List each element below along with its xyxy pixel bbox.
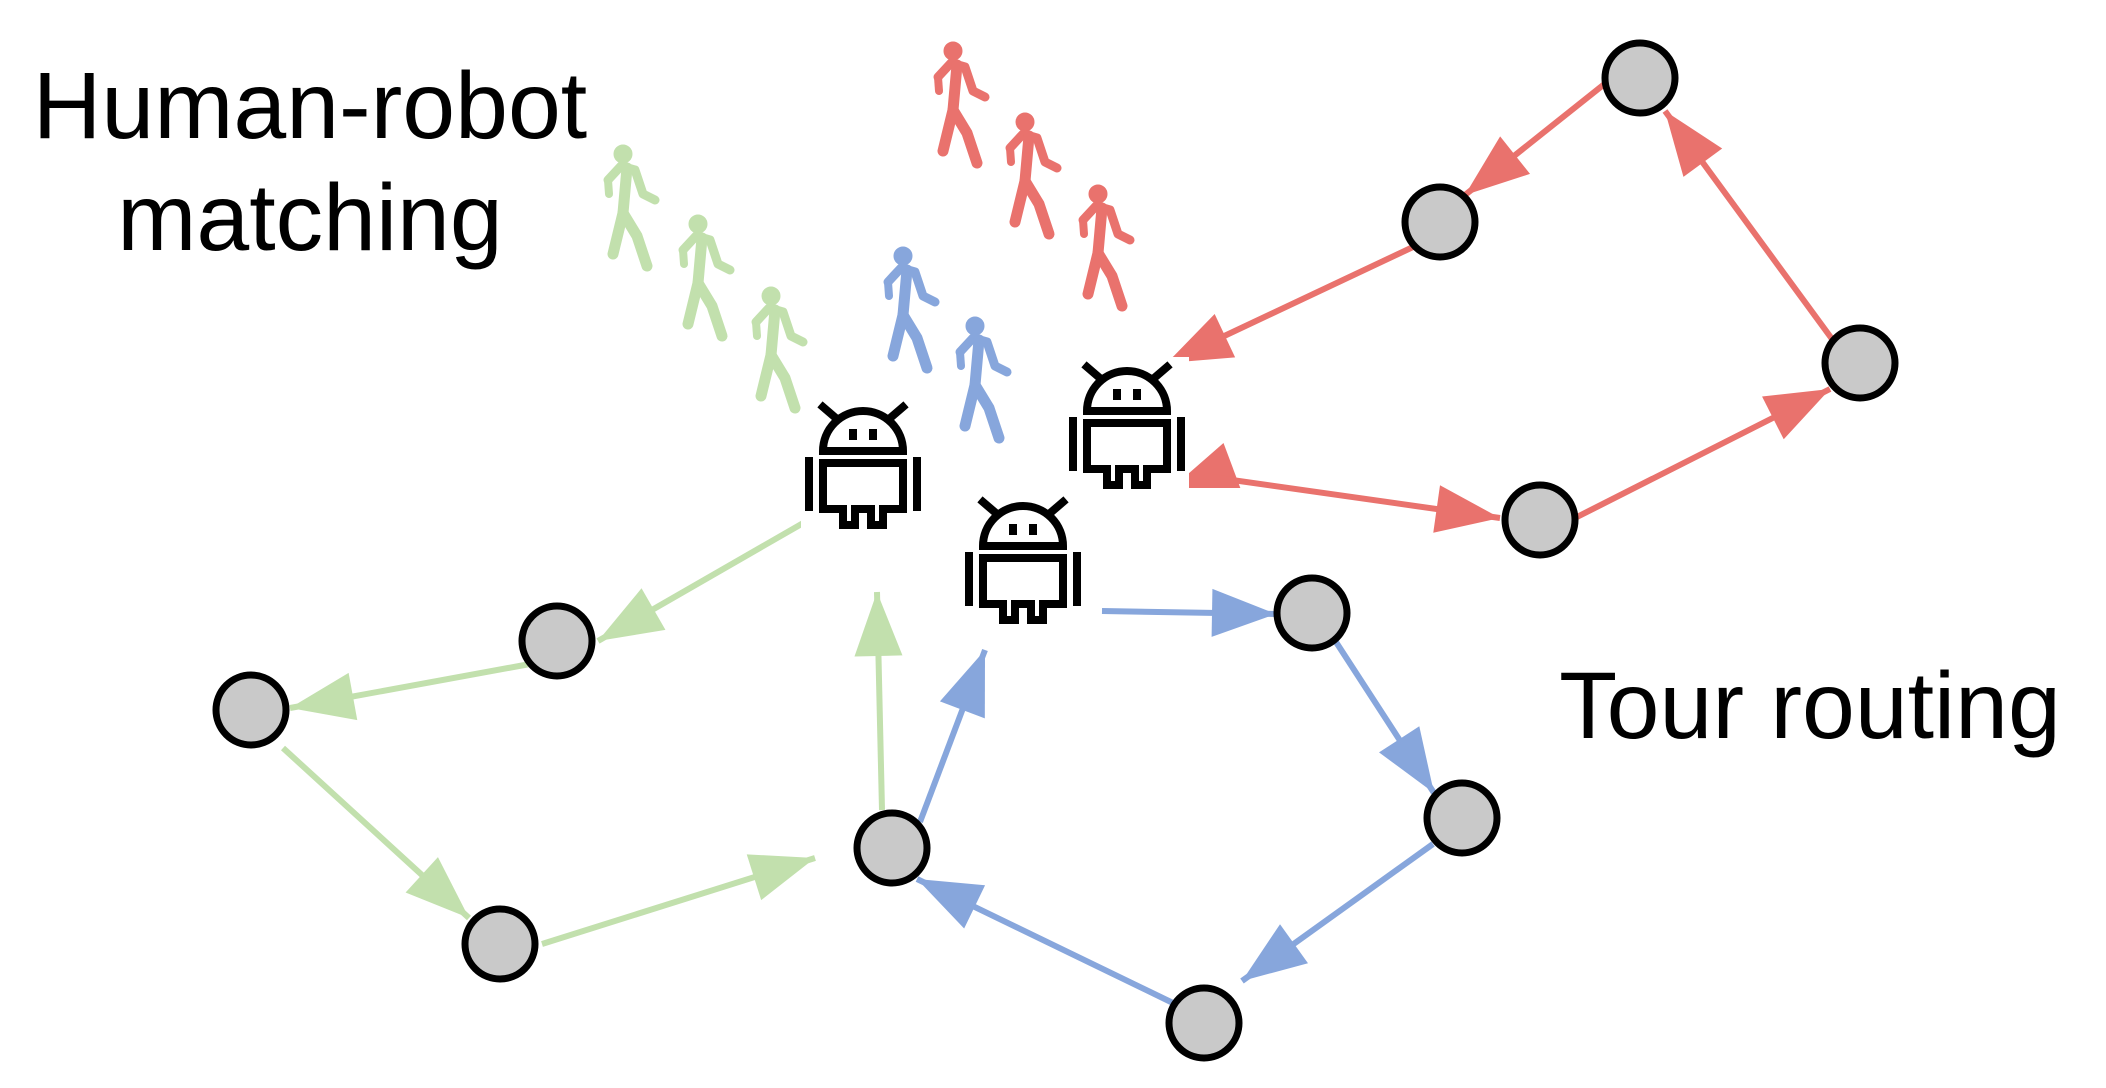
tour-node-green-1 (518, 602, 596, 680)
walking-person-icon-green-1 (608, 145, 655, 266)
blue-tour-edges (915, 588, 1437, 1006)
tour-node-green-2 (212, 671, 290, 749)
red-edge-node-to-right-arrowhead (1762, 389, 1830, 440)
blue-edge-node4-to-node1-arrowhead (917, 879, 986, 929)
blue-edge-robot-to-node2-arrowhead (1211, 588, 1276, 637)
red-tour-edges (1165, 75, 1835, 533)
walking-person-icon-red-6 (938, 42, 985, 163)
green-edge-robot-to-node1-arrowhead (598, 588, 666, 641)
green-tour-edges (280, 519, 903, 947)
tour-node-red-11 (1501, 481, 1579, 559)
walking-person-icon-green-2 (683, 215, 730, 336)
red-edge-right-to-top-arrowhead (1665, 111, 1723, 177)
green-edge-node1-to-node2-arrowhead (290, 672, 358, 721)
tour-nodes (212, 39, 1899, 1062)
blue-edge-node1-to-robot-arrowhead (939, 650, 985, 719)
walking-person-icon-green-3 (756, 287, 803, 408)
walking-person-icon-red-8 (1083, 185, 1130, 306)
matching-label-line2: matching (117, 165, 503, 271)
matching-label-line1: Human-robot (32, 53, 588, 159)
green-edge-node2-to-node3-arrowhead (405, 857, 469, 918)
tour-node-green-3 (461, 905, 539, 983)
blue-edge-node3-to-node4-arrowhead (1242, 924, 1308, 981)
green-edge-node3-to-node4-arrowhead (746, 854, 815, 901)
red-edge-top-to-node-arrowhead (1465, 136, 1531, 195)
red-edge-robot-to-bottom-arrowhead (1433, 485, 1500, 533)
walking-person-icon-red-7 (1010, 113, 1057, 234)
tour-routing-label: Tour routing (1559, 653, 2061, 759)
humans (608, 42, 1130, 438)
tour-node-blue-6 (1423, 779, 1501, 857)
tour-node-red-9 (1401, 183, 1479, 261)
tour-node-red-10 (1821, 324, 1899, 402)
robots (801, 357, 1189, 626)
human-robot-matching-label: Human-robot matching (10, 50, 610, 274)
walking-person-icon-blue-5 (960, 317, 1007, 438)
tour-node-blue-7 (1165, 984, 1243, 1062)
red-edge-node-to-robot-arrowhead (1167, 313, 1236, 363)
tour-node-blue-5 (1273, 574, 1351, 652)
walking-person-icon-blue-4 (888, 247, 935, 368)
tour-node-green-blue-4 (853, 809, 931, 887)
tour-node-red-8 (1601, 39, 1679, 117)
green-edge-node4-to-robot-arrowhead (854, 592, 903, 657)
blue-edge-node2-to-node3-arrowhead (1379, 726, 1434, 793)
